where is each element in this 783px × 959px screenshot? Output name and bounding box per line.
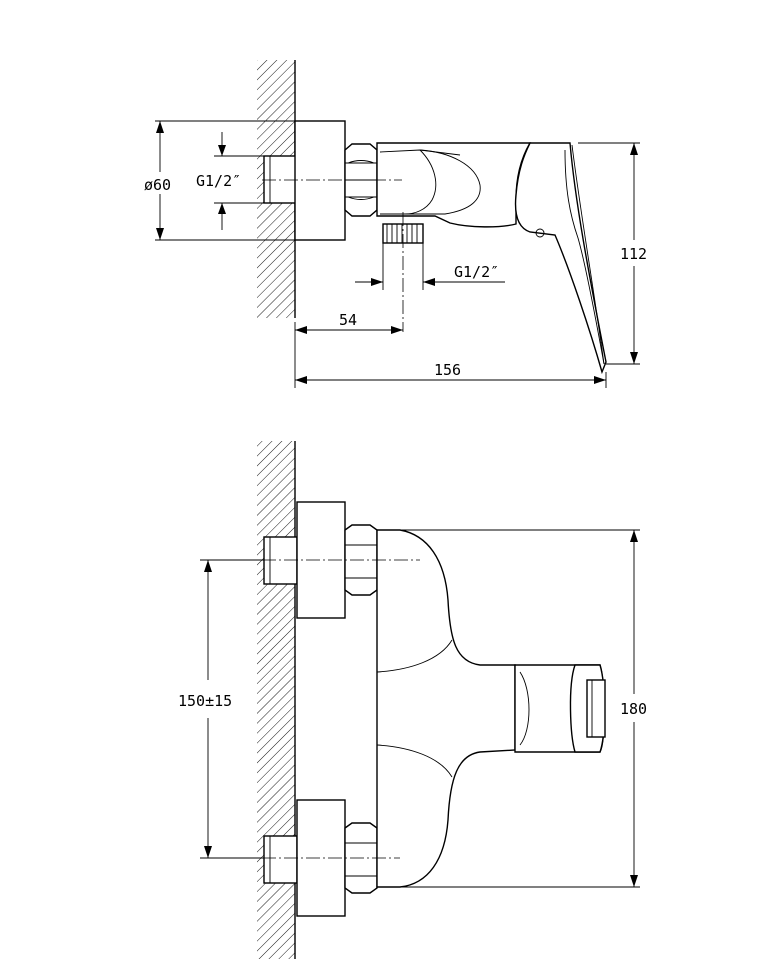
diameter-label: ø60 — [144, 176, 171, 194]
cover-plate — [294, 120, 346, 241]
total-height-dimension — [400, 529, 640, 888]
side-view: ø60 G1/2″ G1/2″ 54 — [144, 60, 647, 388]
height-label: 112 — [620, 245, 647, 263]
height-dimension — [578, 142, 640, 365]
outlet-offset-dimension — [294, 322, 403, 388]
outlet-offset-label: 54 — [339, 311, 357, 329]
center-distance-label: 150±15 — [178, 692, 232, 710]
outlet-thread-label: G1/2″ — [454, 263, 499, 281]
mixer-body — [376, 142, 532, 228]
lever-handle — [514, 142, 607, 375]
total-height-label: 180 — [620, 700, 647, 718]
total-depth-label: 156 — [434, 361, 461, 379]
wall-pipe — [263, 155, 298, 204]
outlet-thread-dimension — [355, 243, 505, 290]
mixer-body-front — [376, 529, 606, 888]
inlet-thread-label: G1/2″ — [196, 172, 241, 190]
front-view: 150±15 180 — [178, 441, 647, 959]
inlet-thread-dimension — [214, 132, 264, 230]
center-distance-dimension — [200, 559, 264, 859]
diameter-dimension — [155, 120, 295, 241]
total-depth-dimension — [295, 372, 607, 388]
